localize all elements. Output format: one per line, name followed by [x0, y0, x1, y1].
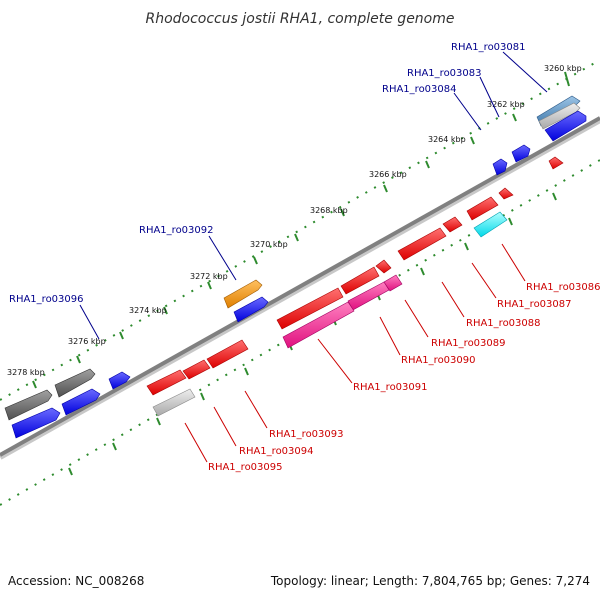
gene-label-forward[interactable]: RHA1_ro03083	[407, 68, 482, 79]
leader-line	[379, 316, 401, 356]
gene-red[interactable]	[498, 187, 514, 200]
gene-blue[interactable]	[492, 158, 508, 176]
gene-label-forward[interactable]: RHA1_ro03081	[451, 42, 526, 53]
gene-red[interactable]	[146, 369, 187, 396]
major-tick	[200, 392, 205, 401]
gene-red[interactable]	[182, 359, 211, 380]
major-tick	[425, 160, 430, 169]
gene-orange[interactable]	[223, 279, 263, 309]
gene-label-forward[interactable]: RHA1_ro03084	[382, 84, 457, 95]
gene-gray[interactable]	[54, 368, 96, 398]
major-tick	[470, 136, 475, 145]
gene-blue[interactable]	[61, 388, 101, 416]
leader-line	[244, 390, 268, 429]
gene-gray[interactable]	[4, 389, 53, 421]
gene-red[interactable]	[276, 287, 344, 330]
leader-line	[213, 406, 237, 447]
tick-label: 3268 kbp	[310, 206, 348, 215]
major-tick	[253, 256, 258, 265]
leader-line	[471, 262, 497, 299]
gene-label-reverse[interactable]: RHA1_ro03086	[526, 282, 600, 293]
gene-blue[interactable]	[108, 371, 131, 390]
label-leaders	[79, 51, 548, 463]
major-tick	[244, 367, 249, 376]
gene-red[interactable]	[340, 266, 380, 295]
gene-label-forward[interactable]: RHA1_ro03092	[139, 225, 214, 236]
major-tick	[464, 242, 469, 251]
gene-label-reverse[interactable]: RHA1_ro03091	[353, 382, 428, 393]
gene-features	[4, 95, 587, 439]
gene-red[interactable]	[548, 156, 564, 170]
leader-line	[502, 51, 548, 93]
major-tick	[564, 71, 570, 87]
major-ticks	[32, 71, 570, 476]
accession-text: Accession: NC_008268	[8, 574, 144, 588]
major-tick	[552, 192, 557, 201]
gene-label-reverse[interactable]: RHA1_ro03093	[269, 429, 344, 440]
major-tick	[340, 208, 345, 217]
major-tick	[508, 217, 513, 226]
tick-label: 3272 kbp	[190, 272, 228, 281]
gene-label-reverse[interactable]: RHA1_ro03095	[208, 462, 283, 473]
tick-label: 3270 kbp	[250, 240, 288, 249]
tick-label: 3278 kbp	[7, 368, 45, 377]
gene-red[interactable]	[375, 259, 392, 274]
major-tick	[156, 417, 161, 426]
gene-label-reverse[interactable]: RHA1_ro03089	[431, 338, 506, 349]
leader-line	[501, 243, 526, 282]
tick-label: 3276 kbp	[68, 337, 106, 346]
gene-magenta[interactable]	[282, 301, 355, 349]
gene-blue[interactable]	[11, 407, 61, 439]
major-tick	[76, 355, 81, 364]
major-tick	[112, 442, 117, 451]
tick-label: 3262 kbp	[487, 100, 525, 109]
major-tick	[207, 281, 212, 290]
gene-blue[interactable]	[511, 144, 531, 163]
gene-cyan[interactable]	[473, 211, 508, 238]
gene-labels: RHA1_ro03081 RHA1_ro03083 RHA1_ro03084 R…	[9, 42, 600, 473]
leader-line	[453, 92, 482, 131]
gene-magenta[interactable]	[383, 274, 403, 292]
forward-tick-track	[0, 59, 600, 401]
leader-line	[317, 338, 353, 384]
gene-red[interactable]	[442, 216, 463, 233]
gene-label-reverse[interactable]: RHA1_ro03088	[466, 318, 541, 329]
tick-label: 3260 kbp	[544, 64, 582, 73]
tick-label: 3274 kbp	[129, 306, 167, 315]
major-tick	[163, 306, 168, 315]
gene-light-gray[interactable]	[152, 388, 196, 417]
leader-line	[479, 76, 500, 118]
major-tick	[512, 113, 517, 122]
major-tick	[383, 184, 388, 193]
major-tick	[32, 380, 37, 389]
major-tick	[420, 267, 425, 276]
major-tick	[294, 233, 299, 242]
major-tick	[68, 467, 73, 476]
leader-line	[404, 299, 429, 338]
gene-label-reverse[interactable]: RHA1_ro03087	[497, 299, 572, 310]
leader-line	[79, 304, 100, 340]
gene-blue[interactable]	[233, 296, 269, 323]
major-tick	[119, 331, 124, 340]
leader-line	[441, 281, 465, 318]
gene-red[interactable]	[397, 227, 447, 261]
gene-red[interactable]	[206, 339, 249, 369]
genome-backbone	[0, 116, 600, 457]
gene-red[interactable]	[466, 196, 499, 221]
gene-label-reverse[interactable]: RHA1_ro03090	[401, 355, 476, 366]
tick-label: 3264 kbp	[428, 135, 466, 144]
gene-blue[interactable]	[544, 110, 587, 142]
genome-summary-text: Topology: linear; Length: 7,804,765 bp; …	[270, 574, 590, 588]
gene-light-gray[interactable]	[538, 102, 581, 130]
ruler-labels: 3260 kbp 3262 kbp 3264 kbp 3266 kbp 3268…	[7, 64, 582, 377]
gene-label-reverse[interactable]: RHA1_ro03094	[239, 446, 314, 457]
leader-line	[208, 235, 237, 281]
gene-label-forward[interactable]: RHA1_ro03096	[9, 294, 84, 305]
map-title: Rhodococcus jostii RHA1, complete genome	[145, 11, 454, 27]
leader-line	[184, 422, 208, 463]
tick-label: 3266 kbp	[369, 170, 407, 179]
